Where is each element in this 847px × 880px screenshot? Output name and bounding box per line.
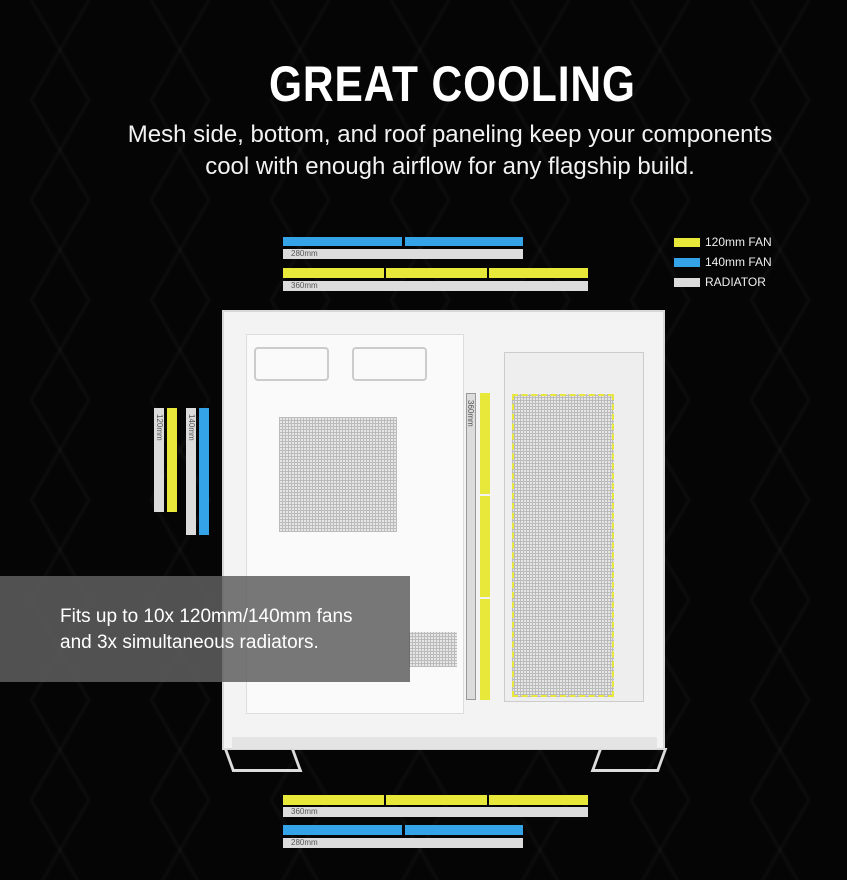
bottom-120mm-fan-1 bbox=[283, 795, 384, 805]
legend-swatch-140mm-fan bbox=[674, 258, 700, 267]
page-title: GREAT COOLING bbox=[269, 56, 636, 112]
legend-swatch-radiator bbox=[674, 278, 700, 287]
legend-label-140mm-fan: 140mm FAN bbox=[705, 255, 772, 269]
legend-label-radiator: RADIATOR bbox=[705, 275, 766, 289]
front-radiator-360: 360mm bbox=[466, 393, 476, 700]
front-120mm-fan-2 bbox=[480, 496, 490, 597]
side-140mm-fan bbox=[199, 408, 209, 535]
case-foot-left bbox=[223, 748, 303, 772]
case-foot-right bbox=[590, 748, 668, 772]
front-fan-mesh-area bbox=[512, 394, 614, 697]
top-120mm-fan-1 bbox=[283, 268, 384, 278]
legend-swatch-120mm-fan bbox=[674, 238, 700, 247]
top-140mm-fan-2 bbox=[405, 237, 523, 246]
bottom-radiator-280: 280mm bbox=[283, 838, 523, 848]
callout-line-2: and 3x simultaneous radiators. bbox=[60, 632, 319, 653]
case-bottom-rail bbox=[232, 737, 657, 749]
subtitle-line-1: Mesh side, bottom, and roof paneling kee… bbox=[127, 121, 773, 148]
bottom-radiator-360: 360mm bbox=[283, 807, 588, 817]
motherboard-mesh-panel bbox=[279, 417, 397, 532]
cable-grommet-2 bbox=[352, 347, 427, 381]
top-radiator-280: 280mm bbox=[283, 249, 523, 259]
callout-box bbox=[0, 576, 410, 682]
top-140mm-fan-1 bbox=[283, 237, 402, 246]
side-radiator-140: 140mm bbox=[186, 408, 196, 535]
top-120mm-fan-2 bbox=[386, 268, 487, 278]
subtitle-line-2: cool with enough airflow for any flagshi… bbox=[205, 153, 695, 180]
bottom-140mm-fan-1 bbox=[283, 825, 402, 835]
bottom-120mm-fan-3 bbox=[489, 795, 588, 805]
side-radiator-120: 120mm bbox=[154, 408, 164, 512]
cable-grommet-1 bbox=[254, 347, 329, 381]
bottom-140mm-fan-2 bbox=[405, 825, 523, 835]
top-120mm-fan-3 bbox=[489, 268, 588, 278]
front-120mm-fan-1 bbox=[480, 393, 490, 494]
front-120mm-fan-3 bbox=[480, 599, 490, 700]
bottom-120mm-fan-2 bbox=[386, 795, 487, 805]
side-120mm-fan bbox=[167, 408, 177, 512]
top-radiator-360: 360mm bbox=[283, 281, 588, 291]
callout-line-1: Fits up to 10x 120mm/140mm fans bbox=[60, 606, 353, 627]
legend-label-120mm-fan: 120mm FAN bbox=[705, 235, 772, 249]
pc-case-image bbox=[222, 310, 665, 750]
psu-mesh bbox=[409, 632, 457, 667]
